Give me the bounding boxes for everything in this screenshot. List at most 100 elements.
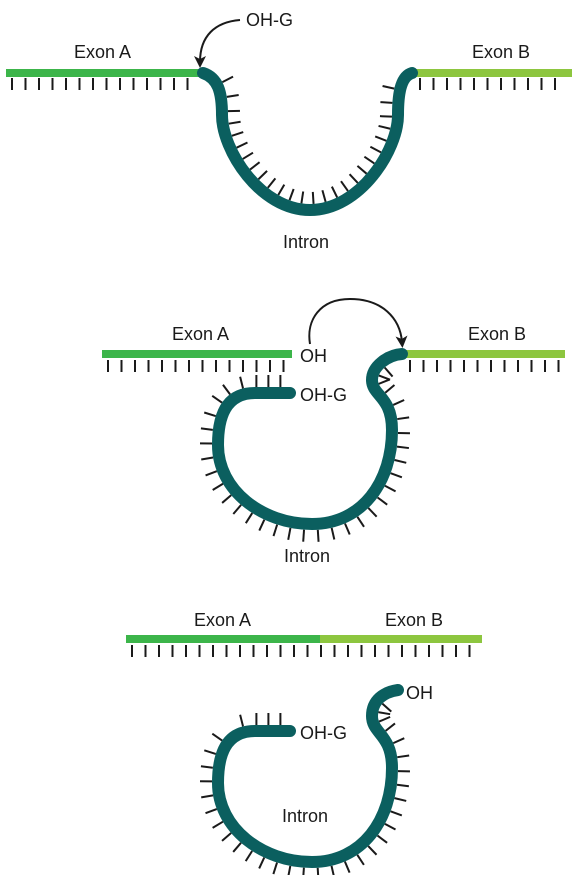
panel-3-intron-tick xyxy=(201,795,213,797)
panel-3-intron-tick xyxy=(233,843,241,852)
panel-1-intron-tick xyxy=(364,157,374,164)
panel-3-intron-tick xyxy=(378,712,390,714)
panel-2-intron-tick xyxy=(368,508,376,517)
panel-3-intron-tick xyxy=(382,704,391,712)
panel-2-intron-tick xyxy=(259,520,264,531)
panel-1-intron-tick xyxy=(243,153,253,159)
panel-3-intron-tick xyxy=(397,755,409,757)
panel-3-intron-tick xyxy=(377,836,387,843)
panel-3-ticks xyxy=(132,645,470,875)
panel-1-intron-tick xyxy=(322,190,325,202)
panel-3-exon-a-label: Exon A xyxy=(194,610,251,630)
panel-2-intron-tick xyxy=(318,530,319,542)
panel-3-intron-tick xyxy=(379,717,390,722)
panel-2-intron-tick xyxy=(201,458,213,460)
panel-3-oh-g-label: OH-G xyxy=(300,723,347,743)
panel-1-intron-tick xyxy=(268,178,275,187)
panel-3-intron-tick xyxy=(213,822,223,828)
panel-1-exon-a-label: Exon A xyxy=(74,42,131,62)
panel-2-intron-tick xyxy=(213,484,223,490)
panel-2-intron-tick xyxy=(385,367,393,376)
panel-3-intron-tick xyxy=(386,723,395,730)
panel-2-intron-tick xyxy=(204,413,215,417)
panel-2-intron-tick xyxy=(379,379,390,383)
panel-3-intron-label: Intron xyxy=(282,806,328,826)
panel-2-intron-tick xyxy=(397,417,409,419)
panel-3-intron-tick xyxy=(395,798,407,801)
panel-2-intron-tick xyxy=(395,460,407,463)
panel-2-intron-tick xyxy=(246,513,252,523)
panel-1-intron-tick xyxy=(250,162,259,169)
panel-3-intron-tick xyxy=(303,868,304,875)
panel-1-intron-tick xyxy=(375,136,386,140)
panel-1: OH-G Exon A Exon B Intron xyxy=(6,10,572,252)
panel-1-intron-tick xyxy=(313,192,314,204)
panel-3-intron-tick xyxy=(206,809,217,813)
panel-3-intron-tick xyxy=(397,785,409,786)
panel-1-ticks xyxy=(12,77,555,204)
panel-3-intron-tick xyxy=(201,766,213,767)
panel-3-intron-tick xyxy=(357,855,364,865)
panel-1-intron-tick xyxy=(379,126,391,129)
panel-2-exon-a-label: Exon A xyxy=(172,324,229,344)
panel-3-intron-strand xyxy=(218,690,398,862)
panel-2-exon-b-label: Exon B xyxy=(468,324,526,344)
panel-2-intron-tick xyxy=(345,523,350,534)
panel-3-intron-tick xyxy=(212,734,222,741)
panel-2-oh-label: OH xyxy=(300,346,327,366)
panel-2-intron-tick xyxy=(206,471,217,475)
panel-1-intron-tick xyxy=(258,171,267,179)
panel-2-intron-tick xyxy=(357,517,364,527)
panel-1-intron-tick xyxy=(232,132,243,136)
panel-1-oh-g-label: OH-G xyxy=(246,10,293,30)
panel-1-intron-tick xyxy=(222,77,233,82)
panel-2-intron-tick xyxy=(303,530,304,542)
panel-1-intron-strand xyxy=(203,73,412,210)
panel-2-intron-tick xyxy=(378,497,388,504)
panel-3-intron-tick xyxy=(332,866,335,875)
panel-3-intron-tick xyxy=(288,866,290,875)
panel-1-intron-tick xyxy=(380,102,392,103)
panel-3-intron-tick xyxy=(204,750,215,754)
panel-1-intron-tick xyxy=(370,147,381,153)
panel-2-intron-strand xyxy=(218,354,402,524)
panel-2-intron-tick xyxy=(391,473,402,477)
panel-1-intron-tick xyxy=(383,86,395,89)
panel-1-intron-tick xyxy=(332,187,337,198)
panel-2-intron-tick xyxy=(385,486,396,492)
panel-1-intron-tick xyxy=(237,143,248,148)
panel-1-intron-tick xyxy=(229,122,241,124)
panel-2-intron-tick xyxy=(393,400,404,405)
panel-2-intron-tick xyxy=(212,396,222,403)
panel-3-intron-tick xyxy=(246,851,252,861)
panel-3-oh-label: OH xyxy=(406,683,433,703)
panel-3-intron-tick xyxy=(393,738,404,743)
panel-1-intron-tick xyxy=(227,95,239,97)
panel-2-intron-tick xyxy=(397,447,409,448)
panel-2-oh-g-label: OH-G xyxy=(300,385,347,405)
panel-2-intron-tick xyxy=(201,428,213,429)
panel-1-intron-tick xyxy=(341,181,348,191)
panel-2-intron-tick xyxy=(223,385,230,395)
panel-1-attack-arrow xyxy=(200,20,240,62)
panel-3-intron-tick xyxy=(368,846,376,855)
panel-2-intron-tick xyxy=(332,528,335,540)
panel-1-intron-tick xyxy=(290,189,294,200)
panel-3-intron-tick xyxy=(259,858,264,869)
panel-2-intron-tick xyxy=(222,495,231,503)
panel-3-intron-tick xyxy=(345,862,350,873)
panel-3-intron-tick xyxy=(318,868,319,875)
panel-3-intron-tick xyxy=(222,833,231,841)
panel-3-intron-tick xyxy=(391,811,402,815)
panel-2-intron-label: Intron xyxy=(284,546,330,566)
panel-2-attack-arrow xyxy=(309,299,402,344)
panel-1-intron-tick xyxy=(278,185,284,195)
panel-1-intron-label: Intron xyxy=(283,232,329,252)
panel-2-intron-tick xyxy=(288,528,290,540)
panel-2-intron-tick xyxy=(385,385,394,393)
panel-1-intron-tick xyxy=(350,174,358,183)
panel-3-exon-b-label: Exon B xyxy=(385,610,443,630)
panel-2: Exon A Exon B OH OH-G Intron xyxy=(102,299,565,566)
